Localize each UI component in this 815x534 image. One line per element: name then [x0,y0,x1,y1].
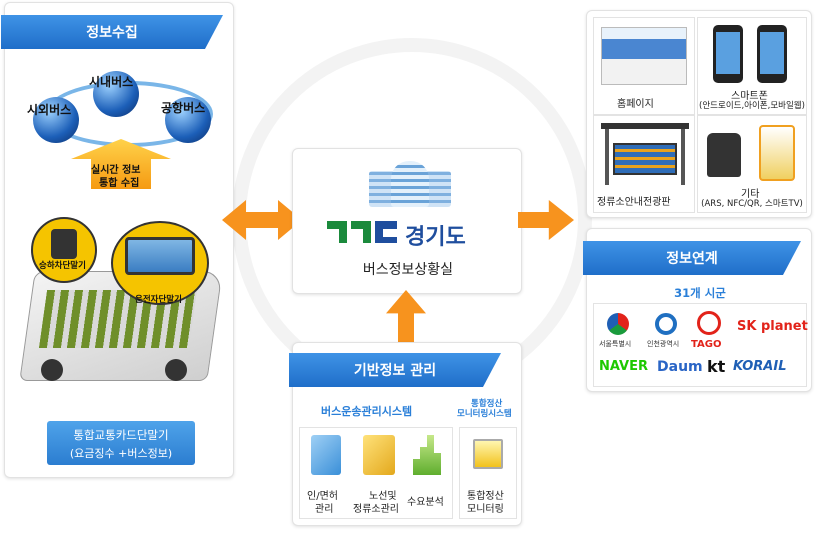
cities-label: 31개 시군 [674,286,726,300]
bms-group-box [299,427,453,519]
other-cell [697,115,807,213]
smartphone-cell [697,17,807,115]
smartphone-sub: (안드로이드,아이폰,모바일웹) [699,101,805,111]
item4-line1: 통합정산 [467,491,504,502]
realtime-line2: 통합 수집 [99,178,140,189]
kt-label: kt [707,357,726,376]
item4-line2: 모니터링 [467,504,504,515]
settle-system-line1: 통합정산 [471,399,503,409]
item1-line1: 인/면허 [307,491,338,502]
sphere-city [93,71,139,117]
homepage-label: 홈페이지 [617,99,654,110]
stop-board-cell [593,115,695,213]
item2-line1: 노선및 [369,491,397,502]
link-header: 정보연계 [583,241,801,275]
center-panel: 경기도 버스정보상황실 [292,148,522,294]
label-boarding-terminal: 승하차단말기 [39,261,86,271]
boarding-terminal-bubble [31,217,97,283]
realtime-line1: 실시간 정보 [91,165,141,176]
bus-stop-shelter-icon [601,123,689,185]
driver-terminal-bubble [111,221,209,305]
collect-panel: 정보수집 시외버스 시내버스 공항버스 실시간 정보 통합 수집 승하차단말기 … [4,2,234,478]
naver-label: NAVER [599,359,649,374]
label-intercity: 시외버스 [27,103,72,117]
sphere-airport [165,97,211,143]
monitor-icon [473,439,503,469]
smartphone-icon [713,25,743,83]
seoul-logo-icon [607,313,629,335]
seoul-label: 서울특별시 [599,340,632,348]
bms-label: 버스운송관리시스템 [321,405,413,418]
item2-line2: 정류소관리 [353,504,399,515]
license-map-icon [311,435,341,475]
driver-terminal-icon [125,237,195,275]
smartphone-label: 스마트폰 [731,91,768,102]
center-room: 버스정보상황실 [362,262,454,278]
homepage-cell [593,17,695,115]
label-driver-terminal: 운전자단말기 [135,295,182,305]
stop-board-label: 정류소안내전광판 [597,197,671,208]
phone-icon [707,133,741,177]
provide-panel: 홈페이지 스마트폰 (안드로이드,아이폰,모바일웹) 정류소안내전광판 기타 (… [586,10,812,218]
route-map-icon [363,435,395,475]
label-city: 시내버스 [89,75,134,89]
settle-group-box [459,427,517,519]
bus-wheel-icon [41,359,63,381]
bus-wheel-icon [165,359,187,381]
card-line1: 통합교통카드단말기 [73,428,169,442]
collect-header: 정보수집 [1,15,223,49]
item3: 수요분석 [407,497,444,508]
incheon-label: 인천광역시 [647,340,680,348]
card-line2: (요금징수 +버스정보) [69,447,173,460]
boarding-terminal-icon [51,229,77,259]
base-header: 기반정보 관리 [289,353,501,387]
gyeonggi-logo-icon [327,221,399,245]
other-label: 기타 [741,189,760,200]
card-terminal-box [47,421,195,465]
item1-line2: 관리 [315,504,334,515]
building-icon [369,161,451,207]
sphere-intercity [33,97,79,143]
tago-label: TAGO [691,339,722,350]
base-panel: 기반정보 관리 버스운송관리시스템 통합정산 모니터링시스템 인/면허 관리 노… [292,342,522,526]
homepage-screen-icon [601,27,687,85]
smartphone-icon [757,25,787,83]
daum-label: Daum [657,359,703,375]
partners-box [593,303,807,387]
gyeonggi-text: 경기도 [405,225,466,250]
incheon-logo-icon [655,313,677,335]
tago-logo-icon [697,311,721,335]
settle-system-line2: 모니터링시스템 [457,409,512,419]
link-panel: 정보연계 31개 시군 서울특별시 인천광역시 TAGO SK planet N… [586,228,812,392]
other-sub: (ARS, NFC/QR, 스마트TV) [701,199,803,209]
sk-planet-label: SK planet [737,319,808,334]
label-airport: 공항버스 [161,101,206,115]
mobile-qr-icon [759,125,795,181]
korail-label: KORAIL [733,359,787,374]
